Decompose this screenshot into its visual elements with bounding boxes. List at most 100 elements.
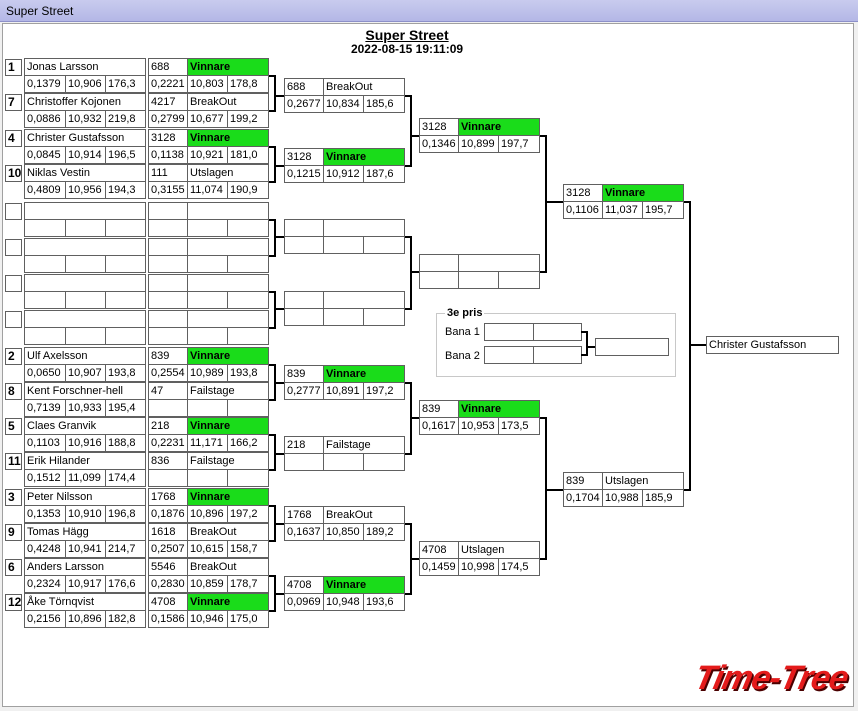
- driver-name-box[interactable]: [24, 238, 146, 256]
- connector-line: [410, 271, 419, 273]
- heat-result-box[interactable]: [148, 202, 269, 220]
- heat-times-box[interactable]: [148, 399, 269, 417]
- driver-name-box[interactable]: Anders Larsson: [24, 558, 146, 576]
- reaction-time: 0,1103: [27, 437, 60, 449]
- heat-times-box[interactable]: [148, 291, 269, 309]
- driver-name-box[interactable]: Christoffer Kojonen: [24, 93, 146, 111]
- round2-slot-header[interactable]: [284, 219, 405, 237]
- round3-slot-header[interactable]: [419, 254, 540, 272]
- round2-slot-times[interactable]: [284, 453, 405, 471]
- driver-times-box[interactable]: [24, 219, 146, 237]
- speed: [105, 256, 145, 272]
- driver-times-box[interactable]: [24, 291, 146, 309]
- heat-result-box[interactable]: [148, 238, 269, 256]
- third-place-winner-box[interactable]: [595, 338, 669, 356]
- champion-box[interactable]: Christer Gustafsson: [706, 336, 839, 354]
- driver-name-box[interactable]: Claes Granvik: [24, 417, 146, 435]
- round2-slot-times[interactable]: [284, 308, 405, 326]
- driver-name-box[interactable]: Erik Hilander: [24, 452, 146, 470]
- third-place-lane-box[interactable]: [484, 346, 582, 364]
- reaction-time: 0,0969: [287, 596, 321, 608]
- driver-name-box[interactable]: Jonas Larsson: [24, 58, 146, 76]
- driver-times-box[interactable]: [24, 255, 146, 273]
- driver-name-box[interactable]: Christer Gustafsson: [24, 129, 146, 147]
- driver-name-box[interactable]: [24, 310, 146, 328]
- round2-slot-times[interactable]: [284, 236, 405, 254]
- driver-times-box[interactable]: [24, 327, 146, 345]
- round2-slot-header[interactable]: [284, 291, 405, 309]
- driver-name-box[interactable]: Tomas Hägg: [24, 523, 146, 541]
- driver-name-box[interactable]: Kent Forschner-hell: [24, 382, 146, 400]
- heat-times-box[interactable]: [148, 219, 269, 237]
- third-place-lane-box[interactable]: [484, 323, 582, 341]
- heat-times-box[interactable]: [148, 469, 269, 487]
- driver-name-box[interactable]: [24, 274, 146, 292]
- heat-result-box[interactable]: [148, 274, 269, 292]
- driver-name-box[interactable]: [24, 202, 146, 220]
- heat-times-box[interactable]: [148, 327, 269, 345]
- driver-name-box[interactable]: Peter Nilsson: [24, 488, 146, 506]
- driver-name-box[interactable]: Åke Törnqvist: [24, 593, 146, 611]
- heat-result-box[interactable]: [148, 310, 269, 328]
- driver-name-box[interactable]: Niklas Vestin: [24, 164, 146, 182]
- driver-name-box[interactable]: Ulf Axelsson: [24, 347, 146, 365]
- heat-times-box[interactable]: [148, 255, 269, 273]
- round3-slot-times[interactable]: [419, 271, 540, 289]
